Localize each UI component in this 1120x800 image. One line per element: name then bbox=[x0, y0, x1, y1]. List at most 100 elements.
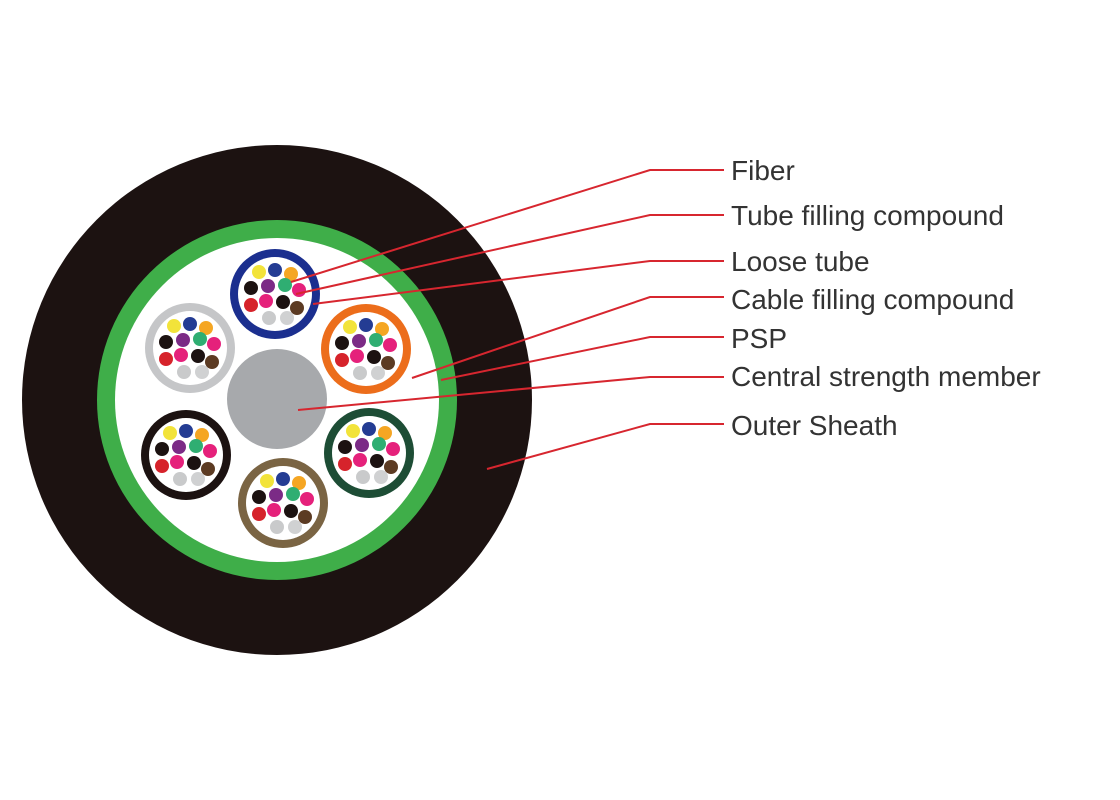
fiber bbox=[386, 442, 400, 456]
leader-line-central-strength-member bbox=[297, 376, 724, 411]
fiber bbox=[195, 365, 209, 379]
fiber bbox=[167, 319, 181, 333]
fiber bbox=[300, 492, 314, 506]
leader-line-fiber bbox=[290, 169, 724, 283]
fiber bbox=[174, 348, 188, 362]
fiber bbox=[343, 320, 357, 334]
fiber bbox=[199, 321, 213, 335]
callout-labels: Fiber Tube filling compound Loose tube C… bbox=[731, 155, 1041, 441]
fiber bbox=[244, 298, 258, 312]
fiber bbox=[384, 460, 398, 474]
fiber bbox=[177, 365, 191, 379]
loose-tube-gray bbox=[145, 303, 235, 393]
fiber bbox=[367, 350, 381, 364]
fiber bbox=[383, 338, 397, 352]
label-cable-filling-compound: Cable filling compound bbox=[731, 284, 1014, 315]
fiber bbox=[359, 318, 373, 332]
fiber bbox=[371, 366, 385, 380]
fiber bbox=[335, 336, 349, 350]
fiber bbox=[159, 335, 173, 349]
leader-line-tube-filling-compound bbox=[295, 214, 724, 295]
fiber bbox=[352, 334, 366, 348]
fiber bbox=[276, 295, 290, 309]
leader-line-outer-sheath bbox=[486, 423, 724, 470]
loose-tube-blue bbox=[230, 249, 320, 339]
fiber bbox=[288, 520, 302, 534]
fiber bbox=[284, 267, 298, 281]
fiber bbox=[207, 337, 221, 351]
leader-line-psp bbox=[440, 336, 724, 381]
fiber bbox=[268, 263, 282, 277]
fiber bbox=[260, 474, 274, 488]
fiber bbox=[259, 294, 273, 308]
fiber bbox=[252, 265, 266, 279]
fiber bbox=[191, 349, 205, 363]
loose-tubes bbox=[141, 249, 414, 548]
fiber bbox=[170, 455, 184, 469]
fiber bbox=[372, 437, 386, 451]
leader-line-loose-tube bbox=[312, 260, 724, 305]
fiber bbox=[353, 453, 367, 467]
label-outer-sheath: Outer Sheath bbox=[731, 410, 898, 441]
fiber bbox=[252, 490, 266, 504]
loose-tube-orange bbox=[321, 304, 411, 394]
fiber bbox=[189, 439, 203, 453]
fiber bbox=[374, 470, 388, 484]
fiber bbox=[362, 422, 376, 436]
fiber bbox=[278, 278, 292, 292]
fiber bbox=[262, 311, 276, 325]
fiber bbox=[284, 504, 298, 518]
loose-tube-brown bbox=[238, 458, 328, 548]
fiber bbox=[261, 279, 275, 293]
fiber bbox=[350, 349, 364, 363]
fiber bbox=[193, 332, 207, 346]
fiber bbox=[173, 472, 187, 486]
fiber bbox=[298, 510, 312, 524]
fiber bbox=[244, 281, 258, 295]
leader-lines bbox=[290, 169, 724, 470]
loose-tube-dark-green bbox=[324, 408, 414, 498]
fiber bbox=[375, 322, 389, 336]
fiber bbox=[155, 442, 169, 456]
fiber bbox=[338, 440, 352, 454]
fiber bbox=[292, 476, 306, 490]
fiber bbox=[201, 462, 215, 476]
fiber bbox=[286, 487, 300, 501]
fiber bbox=[280, 311, 294, 325]
fiber bbox=[155, 459, 169, 473]
fiber bbox=[269, 488, 283, 502]
fiber bbox=[370, 454, 384, 468]
fiber bbox=[290, 301, 304, 315]
fiber bbox=[353, 366, 367, 380]
label-central-strength-member: Central strength member bbox=[731, 361, 1041, 392]
fiber bbox=[355, 438, 369, 452]
fiber bbox=[356, 470, 370, 484]
cable-cross-section bbox=[22, 145, 532, 655]
fiber bbox=[346, 424, 360, 438]
fiber bbox=[195, 428, 209, 442]
fiber bbox=[369, 333, 383, 347]
fiber bbox=[276, 472, 290, 486]
fiber bbox=[183, 317, 197, 331]
fiber bbox=[270, 520, 284, 534]
leader-line-cable-filling-compound bbox=[411, 296, 724, 379]
fiber bbox=[203, 444, 217, 458]
label-psp: PSP bbox=[731, 323, 787, 354]
fiber bbox=[267, 503, 281, 517]
fiber bbox=[205, 355, 219, 369]
central-strength-member bbox=[227, 349, 327, 449]
label-loose-tube: Loose tube bbox=[731, 246, 870, 277]
fiber bbox=[381, 356, 395, 370]
fiber bbox=[163, 426, 177, 440]
label-fiber: Fiber bbox=[731, 155, 795, 186]
fiber bbox=[335, 353, 349, 367]
fiber bbox=[191, 472, 205, 486]
fiber bbox=[159, 352, 173, 366]
fiber bbox=[187, 456, 201, 470]
fiber bbox=[378, 426, 392, 440]
fiber bbox=[179, 424, 193, 438]
loose-tube-black bbox=[141, 410, 231, 500]
fiber bbox=[176, 333, 190, 347]
fiber bbox=[172, 440, 186, 454]
